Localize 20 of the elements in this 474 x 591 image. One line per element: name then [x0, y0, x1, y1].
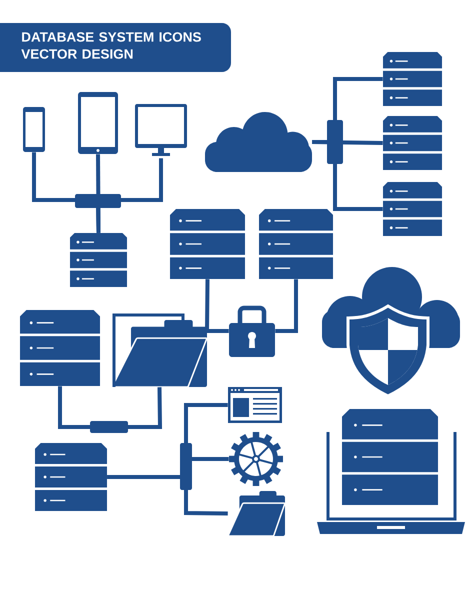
tablet-icon: [78, 92, 118, 154]
padlock-icon: [229, 306, 275, 357]
phone-icon: [23, 107, 45, 152]
connector-line: [204, 279, 229, 333]
server-icon: [383, 116, 442, 170]
server-icon: [70, 233, 127, 287]
folder-icon: [228, 491, 286, 537]
server-icon: [170, 209, 245, 279]
gear-icon: [229, 432, 283, 486]
server-icon: [383, 182, 442, 236]
connector-line: [107, 475, 228, 516]
title-banner: DATABASE SYSTEM ICONS VECTOR DESIGN: [0, 23, 231, 72]
monitor-icon: [135, 104, 187, 156]
server-icon: [35, 443, 107, 511]
server-icon: [383, 52, 442, 106]
browser-window-icon: [228, 387, 282, 423]
cloud-icon: [205, 112, 312, 172]
server-icon: [20, 310, 100, 386]
connector-line: [275, 279, 298, 333]
server-icon: [259, 209, 333, 279]
